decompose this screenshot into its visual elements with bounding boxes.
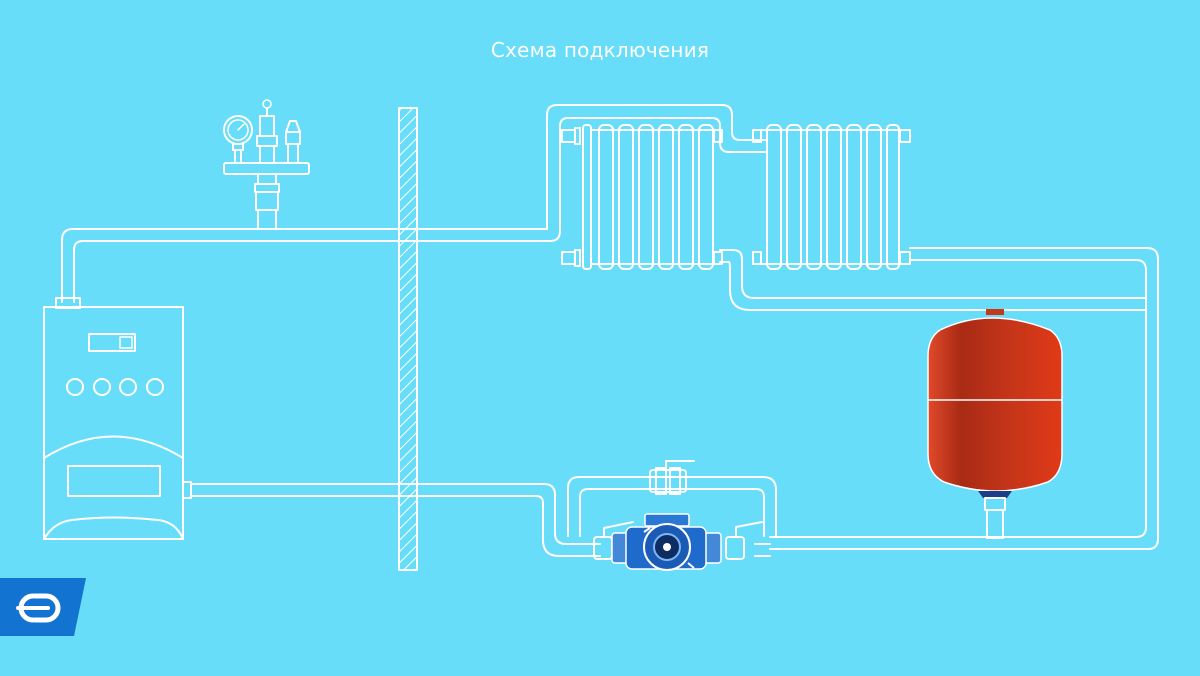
pump-assembly <box>593 513 763 571</box>
radiator-right <box>752 124 911 270</box>
boiler-return-pipe <box>190 483 771 557</box>
wall <box>398 107 418 571</box>
expansion-tank <box>927 309 1063 539</box>
supply-pipe <box>61 104 766 303</box>
diagram-title: Схема подключения <box>490 38 710 62</box>
safety-group <box>223 99 310 230</box>
radiator-left <box>561 124 723 270</box>
return-pipe <box>719 247 1159 550</box>
boiler <box>43 297 192 540</box>
brand-logo-icon <box>0 578 86 636</box>
bypass-ball-valve <box>649 460 695 495</box>
